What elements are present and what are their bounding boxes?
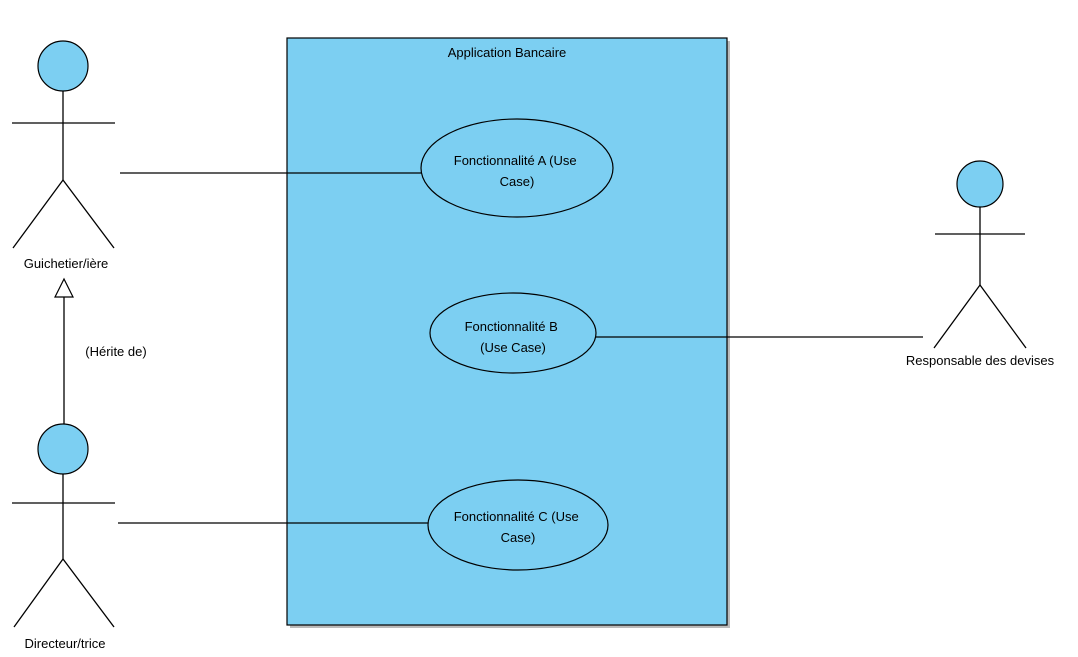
- usecase-a-label: Fonctionnalité A (Use Case): [454, 153, 580, 189]
- usecase-c-label-line2: Case): [501, 530, 536, 545]
- usecase-b-label-line2: (Use Case): [480, 340, 546, 355]
- system-title: Application Bancaire: [448, 45, 567, 60]
- actor-responsable: Responsable des devises: [906, 160, 1055, 368]
- generalization-label: (Hérite de): [85, 344, 146, 359]
- usecase-b: Fonctionnalité B (Use Case): [429, 292, 597, 374]
- actor-directeur-right-leg: [62, 558, 115, 628]
- actor-responsable-left-leg: [933, 284, 981, 349]
- usecase-a-label-line1: Fonctionnalité A (Use: [454, 153, 577, 168]
- actor-guichetier: Guichetier/ière: [12, 40, 115, 271]
- actor-responsable-head-icon: [956, 160, 1004, 208]
- actor-guichetier-head-icon: [37, 40, 89, 92]
- usecase-b-ellipse: [429, 292, 597, 374]
- actor-directeur: Directeur/trice: [12, 423, 115, 651]
- usecase-b-label-line1: Fonctionnalité B: [465, 319, 558, 334]
- actor-responsable-right-leg: [979, 284, 1027, 349]
- usecase-c: Fonctionnalité C (Use Case): [427, 479, 609, 571]
- generalization-directeur-to-guichetier: (Hérite de): [54, 277, 147, 424]
- usecase-a: Fonctionnalité A (Use Case): [420, 118, 614, 218]
- actor-directeur-left-leg: [13, 558, 64, 628]
- usecase-b-label: Fonctionnalité B (Use Case): [465, 319, 562, 355]
- usecase-c-label: Fonctionnalité C (Use Case): [454, 509, 583, 545]
- actor-directeur-head-icon: [37, 423, 89, 475]
- actor-responsable-label: Responsable des devises: [906, 353, 1055, 368]
- actor-directeur-label: Directeur/trice: [25, 636, 106, 651]
- usecase-a-ellipse: [420, 118, 614, 218]
- actor-guichetier-right-leg: [62, 179, 115, 249]
- usecase-c-ellipse: [427, 479, 609, 571]
- usecase-c-label-line1: Fonctionnalité C (Use: [454, 509, 579, 524]
- actor-guichetier-left-leg: [12, 179, 64, 249]
- usecase-a-label-line2: Case): [500, 174, 535, 189]
- generalization-arrowhead-icon: [54, 277, 74, 298]
- actor-guichetier-label: Guichetier/ière: [24, 256, 109, 271]
